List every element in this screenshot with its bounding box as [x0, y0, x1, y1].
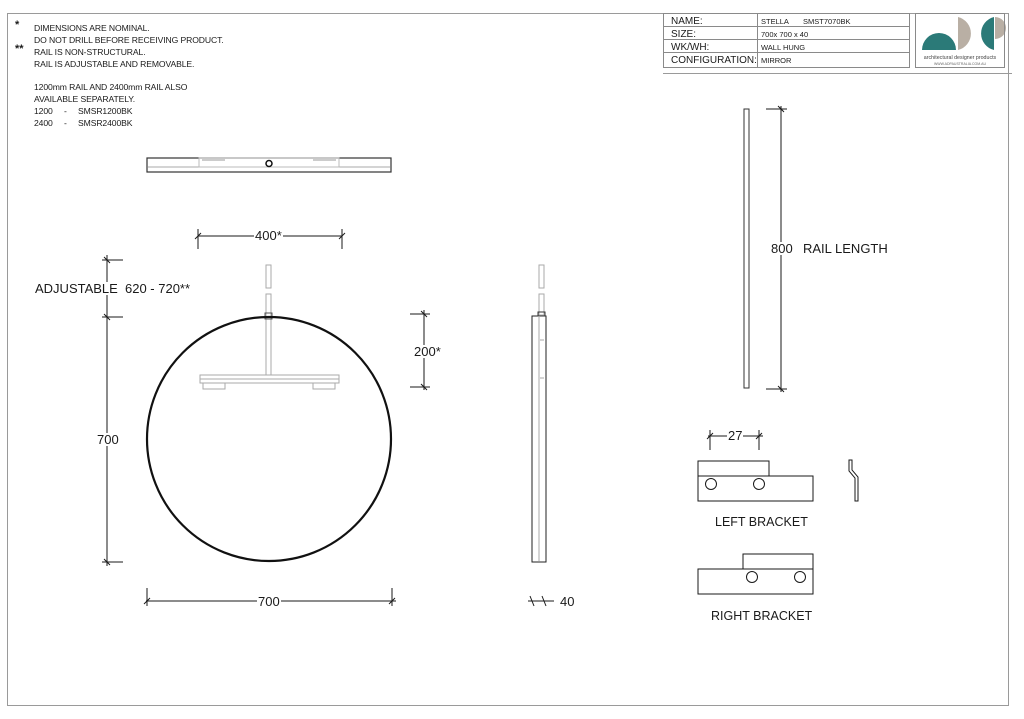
dim-adjustable-label: ADJUSTABLE: [34, 281, 119, 296]
note-star-single: *: [15, 19, 20, 31]
title-row-mount: WK/WH: WALL HUNG: [664, 40, 909, 53]
rail-code: SMSR1200BK: [78, 106, 133, 116]
note-line: RAIL IS NON-STRUCTURAL.: [34, 47, 146, 57]
title-value: MIRROR: [761, 56, 792, 65]
adp-logo: architectural designer products WWW.ADPA…: [915, 13, 1005, 68]
rail-code-length: 2400: [34, 118, 53, 128]
side-view: [528, 264, 554, 607]
mirror-outline: [145, 315, 393, 563]
title-row-name: NAME: STELLA SMST7070BK: [664, 14, 909, 27]
availability-line: 1200mm RAIL AND 2400mm RAIL ALSO: [34, 82, 188, 92]
adp-logo-shapes: [922, 17, 1006, 50]
right-bracket-drawing: [697, 553, 814, 595]
note-line: DO NOT DRILL BEFORE RECEIVING PRODUCT.: [34, 35, 224, 45]
right-bracket-label: RIGHT BRACKET: [711, 609, 813, 623]
note-star-double: **: [15, 43, 24, 55]
dim-rail-length-label: RAIL LENGTH: [803, 241, 888, 256]
logo-url: WWW.ADPAUSTRALIA.COM.AU: [933, 62, 987, 66]
dim-depth: 40: [559, 594, 576, 609]
title-underline: [663, 73, 1012, 74]
title-value: STELLA: [761, 17, 789, 26]
availability-line: AVAILABLE SEPARATELY.: [34, 94, 136, 104]
title-value: WALL HUNG: [761, 43, 806, 52]
dimension-adjustable: [102, 255, 123, 566]
title-key: WK/WH:: [664, 40, 758, 53]
dim-rail-spacing: 400*: [254, 228, 283, 243]
rail-code-length: 1200: [34, 106, 53, 116]
title-row-configuration: CONFIGURATION: MIRROR: [664, 53, 909, 67]
title-key: SIZE:: [664, 27, 758, 40]
dim-height: 700: [96, 432, 120, 447]
dim-width: 700: [257, 594, 281, 609]
rail-code-sep: -: [64, 118, 67, 128]
dim-adjustable-range: 620 - 720**: [124, 281, 192, 296]
dim-rail-length-value: 800: [770, 241, 794, 256]
title-key: CONFIGURATION:: [664, 53, 758, 67]
rail-code-sep: -: [64, 106, 67, 116]
dim-bracket-offset: 27: [727, 428, 744, 443]
title-value-code: SMST7070BK: [803, 17, 851, 26]
title-key: NAME:: [664, 14, 758, 27]
drawing-frame: [7, 13, 1009, 706]
title-block: NAME: STELLA SMST7070BK SIZE: 700x 700 x…: [663, 13, 910, 68]
dim-bracket-drop: 200*: [413, 344, 442, 359]
top-view-rail: [146, 157, 392, 173]
logo-text: architectural designer products: [923, 55, 997, 61]
rail-code: SMSR2400BK: [78, 118, 133, 128]
note-line: DIMENSIONS ARE NOMINAL.: [34, 23, 150, 33]
title-row-size: SIZE: 700x 700 x 40: [664, 27, 909, 40]
left-bracket-label: LEFT BRACKET: [715, 515, 808, 529]
note-line: RAIL IS ADJUSTABLE AND REMOVABLE.: [34, 59, 195, 69]
front-view-rail-ghost: [199, 264, 340, 390]
title-value: 700x 700 x 40: [761, 30, 809, 39]
left-bracket-drawing: [697, 430, 859, 502]
